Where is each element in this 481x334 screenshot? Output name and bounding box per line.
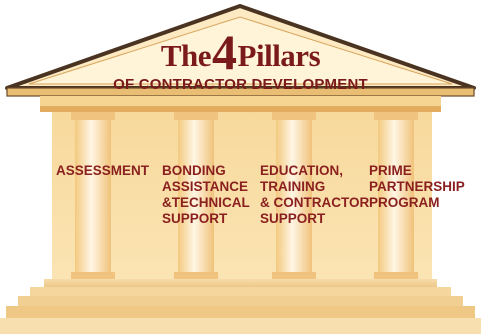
pillar-label-prime: PRIME PARTNERSHIP PROGRAM (369, 163, 465, 211)
column-3 (272, 112, 316, 279)
column-4 (374, 112, 418, 279)
pillar-label-line: SUPPORT (260, 211, 326, 226)
pillar-label-assessment: ASSESSMENT (56, 163, 149, 179)
title-suffix: Pillars (237, 38, 321, 73)
pillar-label-line: PRIME (369, 163, 412, 178)
step-3 (18, 296, 463, 306)
pillar-label-line: &TECHNICAL (162, 195, 250, 210)
pillar-label-line: PROGRAM (369, 195, 440, 210)
title-number: 4 (212, 24, 237, 80)
pillar-label-line: ASSISTANCE (162, 179, 249, 194)
column-1 (71, 112, 115, 279)
pillar-label-line: PARTNERSHIP (369, 179, 465, 194)
pillar-label-line: BONDING (162, 163, 226, 178)
pillar-label-line: & CONTRACTOR (260, 195, 370, 210)
page-subtitle: OF CONTRACTOR DEVELOPMENT (113, 76, 368, 93)
column-2 (174, 112, 218, 279)
pillar-label-line: SUPPORT (162, 211, 228, 226)
step-5 (0, 318, 481, 334)
entablature-shadow (40, 106, 441, 112)
page-title: The4Pillars (0, 27, 481, 77)
pillar-label-bonding: BONDING ASSISTANCE &TECHNICAL SUPPORT (162, 163, 250, 227)
pillar-label-education: EDUCATION, TRAINING & CONTRACTOR SUPPORT (260, 163, 369, 227)
pediment-inner (28, 16, 453, 85)
pillar-label-line: TRAINING (260, 179, 326, 194)
step-2 (30, 287, 451, 296)
step-4 (6, 306, 475, 318)
pillar-label-line: ASSESSMENT (56, 163, 150, 178)
pillar-label-line: EDUCATION, (260, 163, 343, 178)
back-wall (52, 112, 432, 284)
title-prefix: The (160, 38, 212, 73)
entablature-band (40, 96, 441, 106)
step-1 (44, 279, 437, 287)
